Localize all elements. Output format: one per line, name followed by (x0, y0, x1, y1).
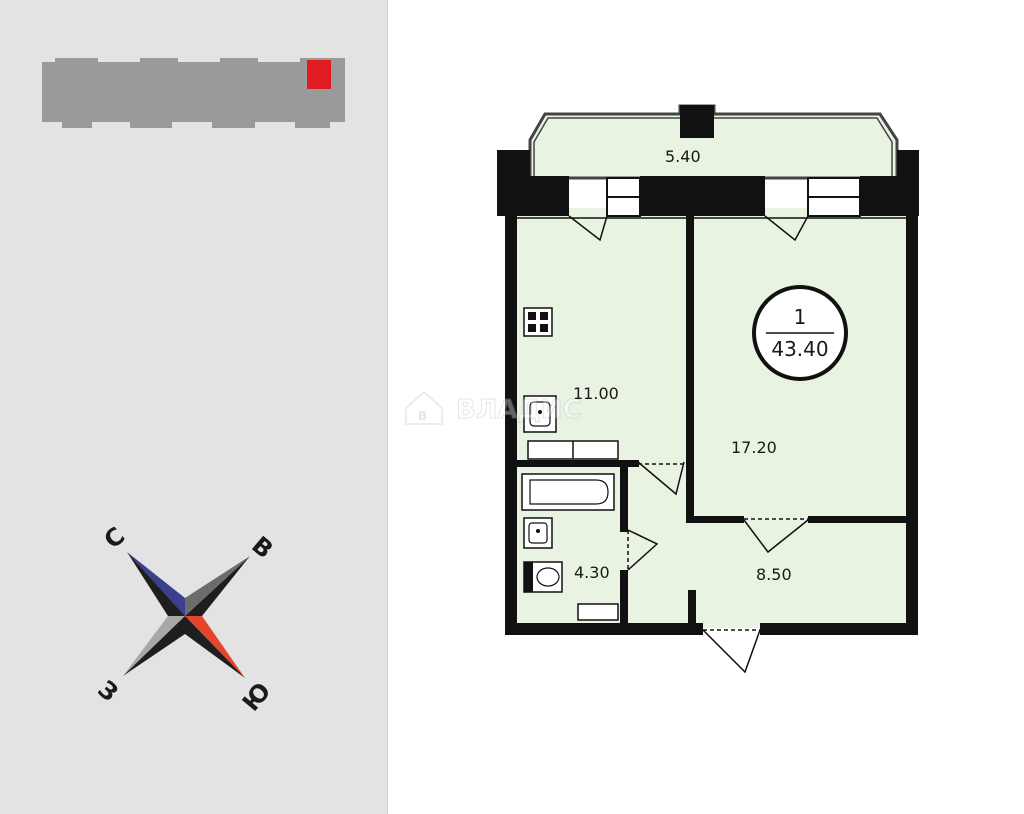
wall-center-segment (640, 176, 765, 216)
badge-total-area: 43.40 (771, 337, 828, 361)
badge-room-count: 1 (794, 305, 807, 329)
bathtub-icon (521, 473, 615, 511)
kitchen-balcony-door (568, 215, 608, 242)
side-panel-graphics: С В Ю З (42, 58, 345, 717)
watermark-logo-icon: B (405, 390, 443, 425)
washing-machine (577, 603, 619, 621)
entrance-door (702, 629, 761, 674)
wall-bottom-right (760, 623, 918, 635)
compass-west-label: З (92, 675, 123, 707)
compass-south-ray-dark (185, 616, 245, 678)
watermark: B ВЛАДИС (405, 390, 582, 426)
building-schematic (42, 58, 345, 128)
bathroom-fixtures (521, 473, 619, 621)
compass-north-ray-dark (127, 552, 185, 616)
hall-area-label: 8.50 (756, 565, 792, 584)
balcony-column (680, 105, 714, 138)
kitchen-area-label: 11.00 (573, 384, 619, 403)
toilet-icon (523, 561, 563, 593)
room-area-label: 17.20 (731, 438, 777, 457)
room-door (743, 519, 809, 554)
wall-kitchen-room (686, 214, 694, 520)
compass-rose: С В Ю З (92, 522, 278, 717)
floor-plan: B ВЛАДИС 5.40 11.00 17.20 8.50 4.30 1 43… (405, 104, 919, 674)
compass-east-ray-light (185, 556, 250, 616)
watermark-text: ВЛАДИС (456, 395, 582, 425)
compass-west-ray-dark (123, 616, 185, 676)
wall-kitchen-bath (509, 460, 639, 467)
wall-bottom-left (505, 623, 703, 635)
wall-left (505, 210, 517, 635)
walls (497, 150, 919, 635)
side-panel: С В Ю З (0, 0, 388, 814)
doors (568, 215, 809, 674)
balcony (528, 104, 899, 180)
room-balcony-door (764, 215, 809, 242)
building-body (42, 58, 345, 128)
balcony-area-label: 5.40 (665, 147, 701, 166)
compass-south-label: Ю (237, 677, 277, 717)
apartment-location-marker (307, 60, 331, 89)
compass-north-label: С (99, 522, 130, 555)
kitchen-counter (527, 440, 619, 460)
wall-right-column (897, 150, 919, 216)
washbasin-icon (523, 517, 553, 549)
wall-right (906, 210, 918, 635)
compass-east-label: В (246, 531, 278, 564)
bathroom-door (627, 529, 659, 571)
kitchen-door (637, 461, 685, 496)
svg-text:B: B (418, 409, 427, 423)
sink-icon (523, 395, 557, 433)
apartment-badge: 1 43.40 (752, 285, 848, 381)
windows (517, 177, 906, 219)
kitchen-fixtures (523, 307, 619, 460)
bathroom-area-label: 4.30 (574, 563, 610, 582)
stove-icon (523, 307, 553, 337)
